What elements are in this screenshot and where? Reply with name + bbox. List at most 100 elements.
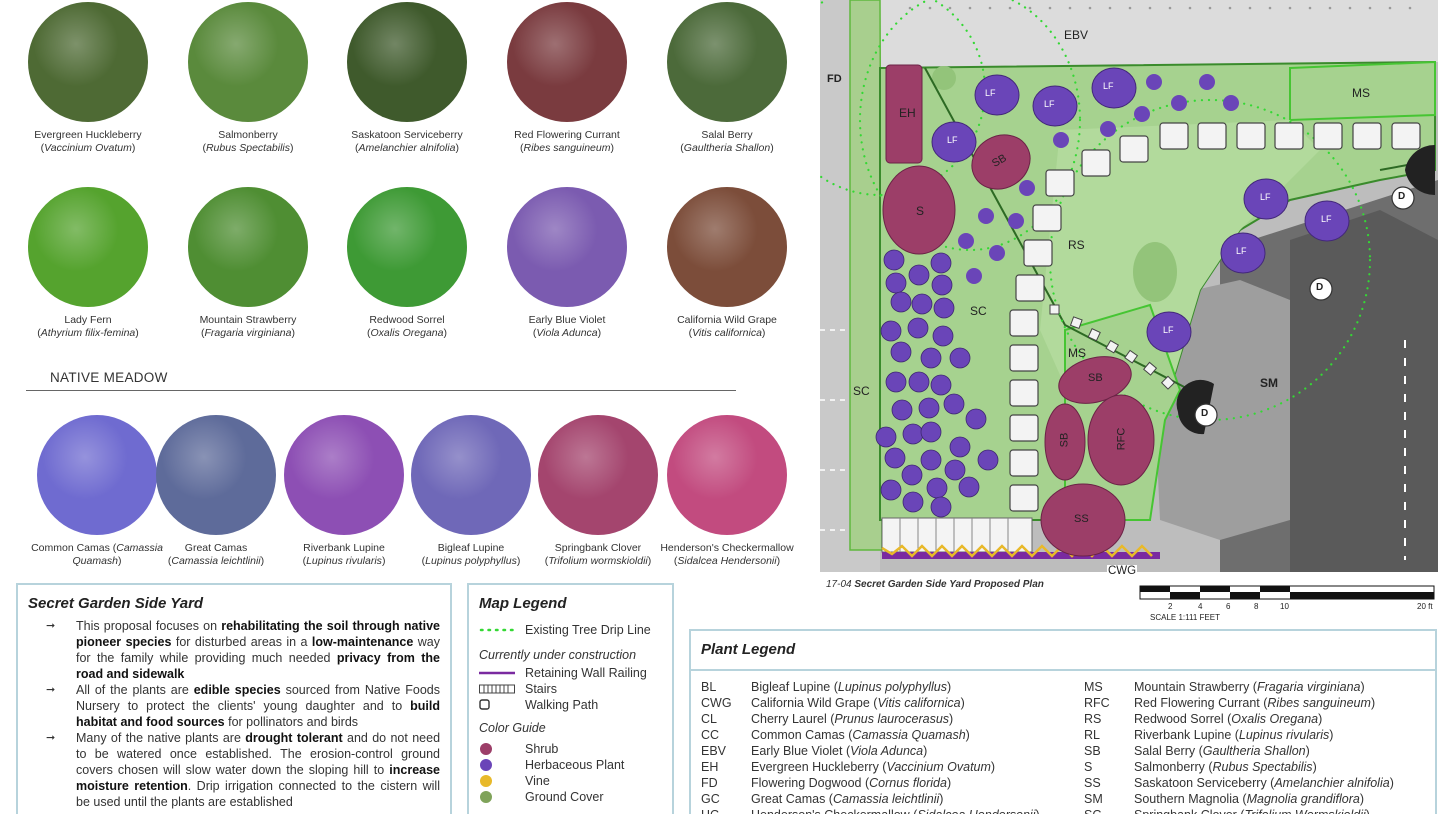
- scale-text: SCALE 1:111 FEET: [1150, 613, 1220, 622]
- plant-card: Saskatoon Serviceberry(Amelanchier alnif…: [327, 2, 487, 155]
- plant-photo: [538, 415, 658, 535]
- plant-sci-name: Lupinus polyphyllus: [837, 680, 947, 694]
- legend-herbaceous: Herbaceous Plant: [479, 757, 662, 773]
- plant-photo: [411, 415, 531, 535]
- legend-vine: Vine: [479, 773, 662, 789]
- plant-card: California Wild Grape(Vitis californica): [647, 187, 807, 340]
- plant-card: Springbank Clover(Trifolium wormskioldii…: [518, 415, 678, 568]
- plant-card: Lady Fern(Athyrium filix-femina): [8, 187, 168, 340]
- plant-name: Springbank Clover (: [1134, 807, 1244, 814]
- plant-photo: [507, 2, 627, 122]
- map-label-lf: LF: [1044, 99, 1055, 109]
- plant-card: Henderson's Checkermallow(Sidalcea Hende…: [647, 415, 807, 568]
- plant-sci-name: Cornus florida: [869, 776, 947, 790]
- plant-name: Red Flowering Currant (: [1134, 696, 1268, 710]
- plant-common-name: Lady Fern: [64, 314, 112, 326]
- plant-sci-name: Vaccinium Ovatum: [886, 760, 991, 774]
- plant-code: GC: [701, 792, 720, 806]
- plant-photo: [507, 187, 627, 307]
- scale-tick: 20 ft: [1417, 602, 1433, 611]
- arrow-icon: ➞: [46, 684, 56, 696]
- map-label-sc-left: SC: [853, 384, 870, 398]
- plant-common-name: Salmonberry: [218, 129, 278, 141]
- scale-tick: 2: [1168, 602, 1173, 611]
- plant-code: MS: [1084, 680, 1103, 694]
- plant-name: Early Blue Violet (: [751, 744, 851, 758]
- map-label-lf: LF: [1260, 192, 1271, 202]
- plant-common-name: Springbank Clover: [554, 542, 642, 554]
- map-label-rs: RS: [1068, 238, 1085, 252]
- plant-common-name: Red Flowering Currant: [514, 129, 620, 141]
- plant-card: Riverbank Lupine(Lupinus rivularis): [264, 415, 424, 568]
- plant-name: Southern Magnolia (: [1134, 792, 1247, 806]
- plant-name: California Wild Grape (: [751, 696, 878, 710]
- plant-card: Red Flowering Currant(Ribes sanguineum): [487, 2, 647, 155]
- plant-sci-name: Prunus laurocerasus: [834, 712, 950, 726]
- plant-code: HC: [701, 807, 751, 814]
- plant-scientific-name: (Gaultheria Shallon): [680, 142, 774, 154]
- plant-name: Redwood Sorrel (: [1134, 712, 1232, 726]
- plant-photo: [37, 415, 157, 535]
- map-caption: 17-04 Secret Garden Side Yard Proposed P…: [826, 579, 1044, 590]
- plant-scientific-name: (Lupinus polyphyllus): [421, 555, 521, 567]
- plant-common-name: Evergreen Huckleberry: [34, 129, 142, 141]
- plant-card: Mountain Strawberry(Fragaria virginiana): [168, 187, 328, 340]
- plant-card: Evergreen Huckleberry(Vaccinium Ovatum): [8, 2, 168, 155]
- plant-photo: [188, 2, 308, 122]
- plant-sci-name: Camassia leichtlinii: [832, 792, 940, 806]
- plant-sci-name: Ribes sanguineum: [1267, 696, 1371, 710]
- plant-photo: [347, 2, 467, 122]
- map-label-lf: LF: [947, 135, 958, 145]
- map-legend-title: Map Legend: [479, 595, 567, 612]
- side-yard-title: Secret Garden Side Yard: [28, 595, 204, 612]
- plant-card: Salmonberry(Rubus Spectabilis): [168, 2, 328, 155]
- legend-ground-cover: Ground Cover: [479, 789, 662, 805]
- native-meadow-title: NATIVE MEADOW: [50, 370, 168, 385]
- map-scale-bar: 2 4 6 8 10 20 ft SCALE 1:111 FEET: [1138, 584, 1438, 624]
- map-label-sb-low: SB: [1058, 432, 1071, 448]
- plant-common-name: Mountain Strawberry: [199, 314, 297, 326]
- plant-code: CL: [701, 712, 717, 726]
- plant-name: Salal Berry (: [1134, 744, 1203, 758]
- legend-drip-line: Existing Tree Drip Line: [479, 623, 651, 637]
- legend-railing: Retaining Wall Railing: [479, 666, 647, 680]
- plant-legend-title: Plant Legend: [701, 641, 796, 658]
- plant-scientific-name: (Rubus Spectabilis): [202, 142, 294, 154]
- plant-name: Mountain Strawberry (: [1134, 680, 1257, 694]
- map-legend: Map Legend Existing Tree Drip Line Curre…: [467, 583, 674, 814]
- plant-code: RL: [1084, 728, 1100, 742]
- map-label-rfc: RFC: [1115, 427, 1128, 451]
- plant-scientific-name: (Ribes sanguineum): [520, 142, 614, 154]
- map-label-ms-mid: MS: [1068, 346, 1086, 360]
- map-label-eh: EH: [899, 106, 916, 120]
- plant-common-name: Redwood Sorrel: [369, 314, 445, 326]
- map-label-ms-top: MS: [1352, 86, 1370, 100]
- legend-stairs: Stairs: [479, 681, 662, 697]
- map-label-d: D: [1398, 191, 1406, 202]
- plant-scientific-name: (Camassia leichtlinii): [167, 555, 265, 567]
- plant-code: SB: [1084, 744, 1101, 758]
- scale-tick: 6: [1226, 602, 1231, 611]
- plant-common-name: Riverbank Lupine: [303, 542, 385, 554]
- site-plan-map: EBV FD EH MS S SB RS SC SC MS SB SB RFC …: [773, 0, 1438, 577]
- plant-card: Great Camas(Camassia leichtlinii): [136, 415, 296, 568]
- plant-scientific-name: (Athyrium filix-femina): [37, 327, 139, 339]
- map-label-s: S: [916, 204, 925, 218]
- map-label-fd: FD: [827, 73, 842, 85]
- plant-card: Bigleaf Lupine(Lupinus polyphyllus): [391, 415, 551, 568]
- plant-sci-name: Amelanchier alnifolia: [1274, 776, 1390, 790]
- plant-code: SC: [1084, 807, 1134, 814]
- scale-tick: 8: [1254, 602, 1259, 611]
- plant-code: SS: [1084, 776, 1101, 790]
- plant-scientific-name: (Viola Adunca): [532, 327, 602, 339]
- plant-sci-name: Viola Adunca: [850, 744, 924, 758]
- plant-scientific-name: (Lupinus rivularis): [302, 555, 386, 567]
